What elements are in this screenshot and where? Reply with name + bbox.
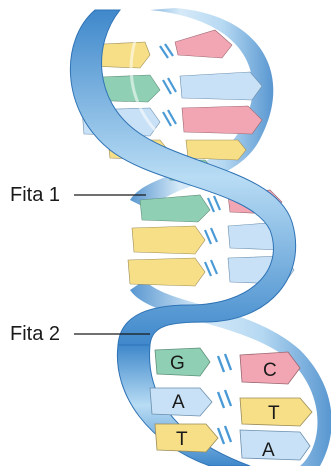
base-letter-t-right: T bbox=[268, 403, 280, 424]
strand-2-label: Fita 2 bbox=[10, 323, 60, 345]
base-letter-t-left: T bbox=[176, 429, 188, 450]
strand-1-label: Fita 1 bbox=[10, 184, 60, 206]
base-a-right bbox=[240, 430, 310, 460]
base-letter-g: G bbox=[170, 353, 185, 374]
strand-1-callout: Fita 1 bbox=[10, 184, 146, 206]
base-pairs-lower: G C A T T A bbox=[150, 348, 312, 461]
base-letter-c: C bbox=[263, 360, 277, 381]
base-letter-a: A bbox=[172, 392, 185, 413]
base-letter-a-right: A bbox=[262, 440, 275, 461]
